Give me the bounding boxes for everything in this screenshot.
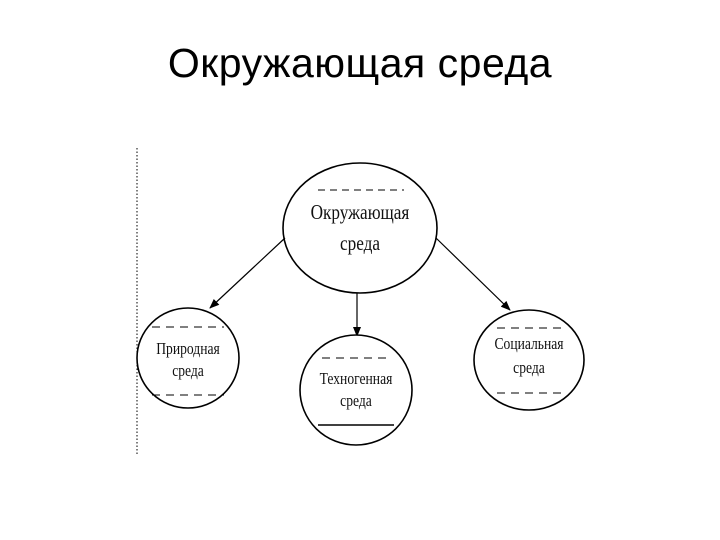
technogenic-label-line2: среда: [340, 392, 372, 411]
root-label-line2: среда: [340, 233, 380, 256]
natural-node: Природная среда: [136, 307, 240, 409]
social-node: Социальная среда: [473, 309, 585, 411]
arrow-to-social: [435, 237, 511, 311]
social-label-line1: Социальная: [494, 335, 563, 354]
slide-title: Окружающая среда: [167, 40, 553, 86]
technogenic-node: Техногенная среда: [299, 334, 413, 446]
social-label-line2: среда: [513, 359, 545, 378]
root-node: Окружающая среда: [282, 162, 438, 294]
technogenic-label-line1: Техногенная: [320, 370, 393, 389]
natural-label-line1: Природная: [156, 340, 220, 359]
arrow-to-natural: [209, 237, 286, 309]
root-label-line1: Окружающая: [311, 202, 410, 225]
natural-label-line2: среда: [172, 362, 204, 381]
